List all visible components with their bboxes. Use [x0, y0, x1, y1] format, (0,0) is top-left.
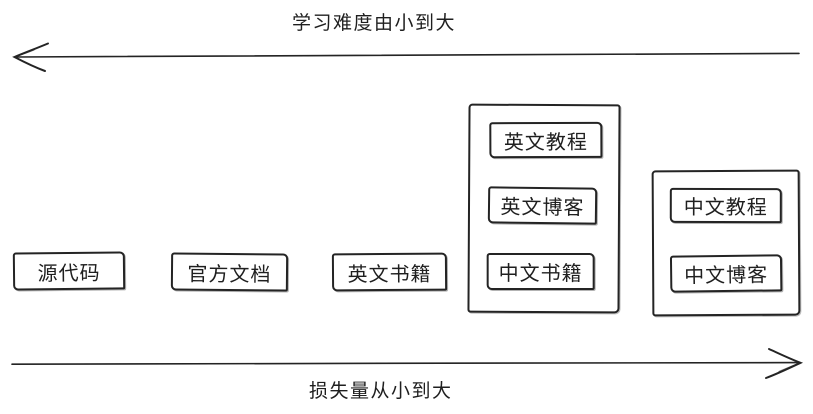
node-english-blogs: 英文博客: [487, 186, 598, 225]
right-arrowhead-retrace: [778, 362, 802, 373]
difficulty-axis-label: 学习难度由小到大: [292, 13, 457, 34]
left-arrowhead: [12, 42, 49, 72]
group-chinese-resources: 中文教程 中文博客: [651, 169, 801, 317]
node-chinese-tutorials: 中文教程: [669, 187, 782, 224]
node-chinese-books: 中文书籍: [486, 252, 595, 290]
right-arrow-line: [11, 361, 800, 365]
right-arrow-line-retrace: [29, 362, 796, 365]
node-source-code: 源代码: [12, 251, 126, 291]
left-arrow-line: [15, 52, 800, 58]
node-chinese-blogs: 中文博客: [669, 254, 783, 293]
node-official-docs: 官方文档: [170, 252, 289, 292]
right-arrow-icon: [11, 348, 804, 379]
left-arrow-line-retrace: [59, 53, 797, 58]
node-english-tutorials: 英文教程: [489, 121, 603, 159]
group-english-resources: 英文教程 英文博客 中文书籍: [467, 103, 621, 314]
left-arrow-icon: [12, 42, 800, 72]
right-arrowhead: [765, 348, 804, 379]
node-english-books: 英文书籍: [331, 252, 448, 292]
left-arrowhead-retrace: [13, 49, 35, 58]
loss-axis-label: 损失量从小到大: [309, 381, 453, 402]
